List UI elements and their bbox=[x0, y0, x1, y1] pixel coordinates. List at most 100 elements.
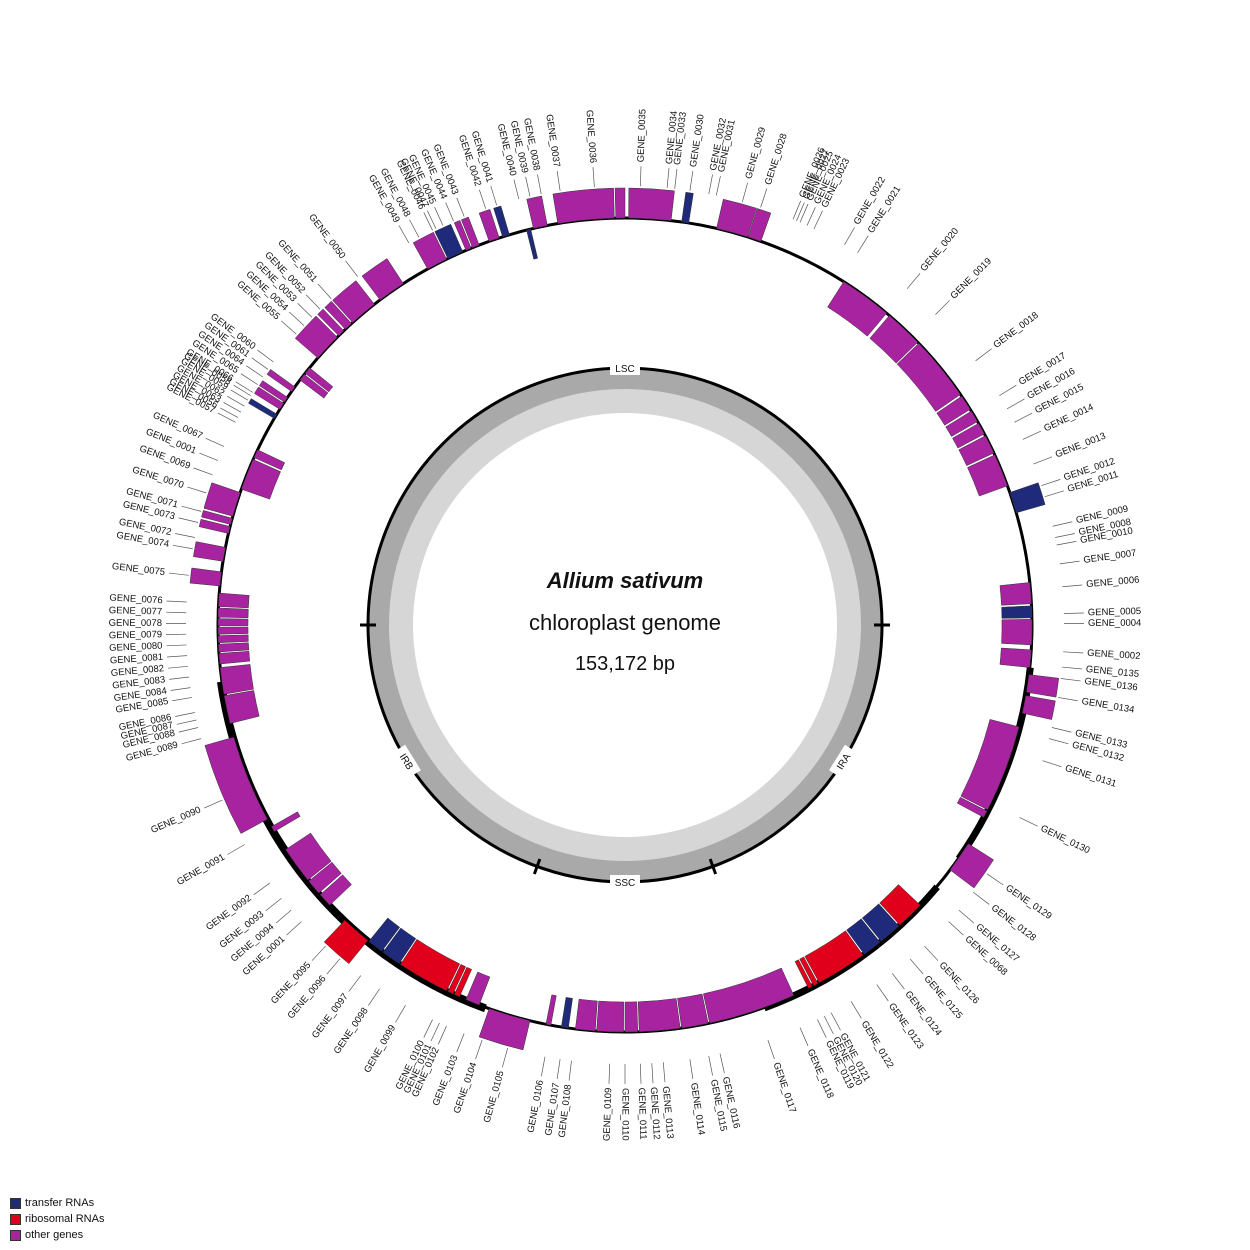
gene-block bbox=[949, 843, 994, 889]
gene-block bbox=[561, 997, 573, 1029]
gene-label: GENE_0002 bbox=[1087, 648, 1141, 662]
gene-label-leader bbox=[176, 719, 197, 725]
gene-block bbox=[223, 690, 260, 724]
gene-label-leader bbox=[1060, 678, 1081, 682]
gene-label-leader bbox=[1042, 760, 1062, 768]
gene-label-leader bbox=[651, 1063, 654, 1084]
gene-label: GENE_0082 bbox=[110, 663, 164, 679]
gene-block bbox=[304, 367, 334, 393]
gene-block bbox=[478, 209, 500, 242]
gene-label-leader bbox=[999, 384, 1017, 396]
gene-block bbox=[703, 967, 795, 1024]
gene-block bbox=[526, 195, 548, 229]
gene-block bbox=[201, 510, 233, 525]
gene-block bbox=[465, 971, 491, 1006]
gene-label-leader bbox=[958, 909, 975, 924]
region-label-bg bbox=[610, 361, 640, 375]
gene-block bbox=[204, 736, 268, 834]
region-boundary-tick bbox=[532, 858, 542, 875]
gene-label-leader bbox=[813, 210, 823, 229]
gene-block bbox=[799, 956, 819, 987]
gene-block bbox=[945, 410, 978, 437]
gene-block bbox=[241, 459, 281, 500]
gene-label-leader bbox=[227, 844, 245, 855]
region-label-bg bbox=[393, 744, 421, 778]
gene-label: GENE_0109 bbox=[601, 1088, 614, 1142]
gene-label-leader bbox=[220, 407, 239, 418]
gene-label-leader bbox=[253, 882, 271, 896]
gene-block bbox=[846, 918, 881, 955]
gene-label-leader bbox=[792, 200, 801, 220]
gene-block bbox=[1022, 695, 1056, 720]
gene-label: GENE_0078 bbox=[109, 618, 162, 629]
gene-block bbox=[869, 315, 919, 364]
gene-label-leader bbox=[1041, 479, 1061, 487]
gene-label: GENE_0077 bbox=[109, 605, 163, 617]
gene-label: GENE_0076 bbox=[109, 592, 163, 606]
gene-label-leader bbox=[456, 1033, 465, 1053]
gene-block bbox=[266, 369, 296, 392]
gene-block bbox=[999, 582, 1032, 606]
gene-label-leader bbox=[1061, 666, 1082, 670]
gene-block bbox=[879, 884, 921, 926]
gene-label-leader bbox=[275, 909, 292, 924]
gene-block bbox=[493, 205, 510, 238]
gene-label-leader bbox=[715, 175, 721, 196]
gene-block bbox=[453, 966, 472, 998]
gene-label-leader bbox=[806, 207, 816, 226]
gene-block bbox=[299, 374, 329, 399]
gene-label: GENE_0035 bbox=[636, 109, 649, 163]
gene-label-leader bbox=[689, 1059, 694, 1080]
gene-label: GENE_0005 bbox=[1088, 606, 1142, 618]
legend-item-trna: transfer RNAs bbox=[10, 1196, 104, 1210]
gene-label-leader bbox=[666, 168, 670, 189]
gene-block bbox=[218, 592, 250, 609]
gene-label-leader bbox=[608, 1063, 611, 1084]
gene-label-leader bbox=[423, 212, 433, 231]
gene-label-leader bbox=[891, 973, 905, 990]
gene-block bbox=[217, 634, 249, 644]
gene-label-leader bbox=[639, 166, 642, 187]
gene-block bbox=[999, 647, 1032, 668]
gene-block bbox=[958, 435, 995, 467]
gene-block bbox=[218, 642, 250, 653]
gene-label-leader bbox=[1063, 612, 1084, 614]
gene-label-leader bbox=[502, 1047, 509, 1068]
gene-label-leader bbox=[1006, 398, 1025, 410]
gene-block bbox=[198, 518, 231, 534]
gene-label: GENE_0034 bbox=[664, 111, 680, 165]
gene-label: GENE_0079 bbox=[109, 629, 163, 641]
gene-label-leader bbox=[437, 1025, 447, 1045]
gene-block bbox=[460, 216, 480, 248]
gene-label-leader bbox=[1063, 651, 1084, 654]
gene-label: GENE_0075 bbox=[111, 561, 165, 578]
gene-label-leader bbox=[289, 311, 305, 326]
gene-block bbox=[614, 187, 626, 219]
gene-block bbox=[217, 607, 249, 619]
gene-label-leader bbox=[935, 300, 950, 315]
gene-label-leader bbox=[317, 283, 332, 299]
gene-label-leader bbox=[796, 202, 805, 222]
gene-label-leader bbox=[568, 1060, 572, 1081]
gene-label-leader bbox=[193, 467, 213, 476]
gene-block bbox=[382, 927, 417, 964]
gene-label-leader bbox=[172, 697, 193, 702]
gene-label-leader bbox=[817, 1019, 827, 1038]
legend: transfer RNAs ribosomal RNAs other genes bbox=[10, 1196, 104, 1244]
gene-label-leader bbox=[924, 945, 939, 961]
gene-block bbox=[285, 832, 332, 881]
gene-label-leader bbox=[217, 412, 236, 423]
gene-label-leader bbox=[181, 738, 202, 745]
gene-block bbox=[827, 281, 887, 337]
gene-label-leader bbox=[1055, 533, 1075, 538]
gene-block bbox=[258, 380, 288, 403]
gene-label-leader bbox=[427, 210, 437, 229]
gene-label-leader bbox=[265, 898, 282, 912]
gene-label-leader bbox=[1051, 727, 1072, 733]
gene-label-leader bbox=[475, 1039, 483, 1060]
gene-block bbox=[575, 998, 598, 1032]
gene-label-leader bbox=[297, 303, 313, 318]
gene-label-leader bbox=[456, 197, 465, 217]
gene-block bbox=[218, 651, 251, 665]
gene-block bbox=[952, 423, 985, 449]
